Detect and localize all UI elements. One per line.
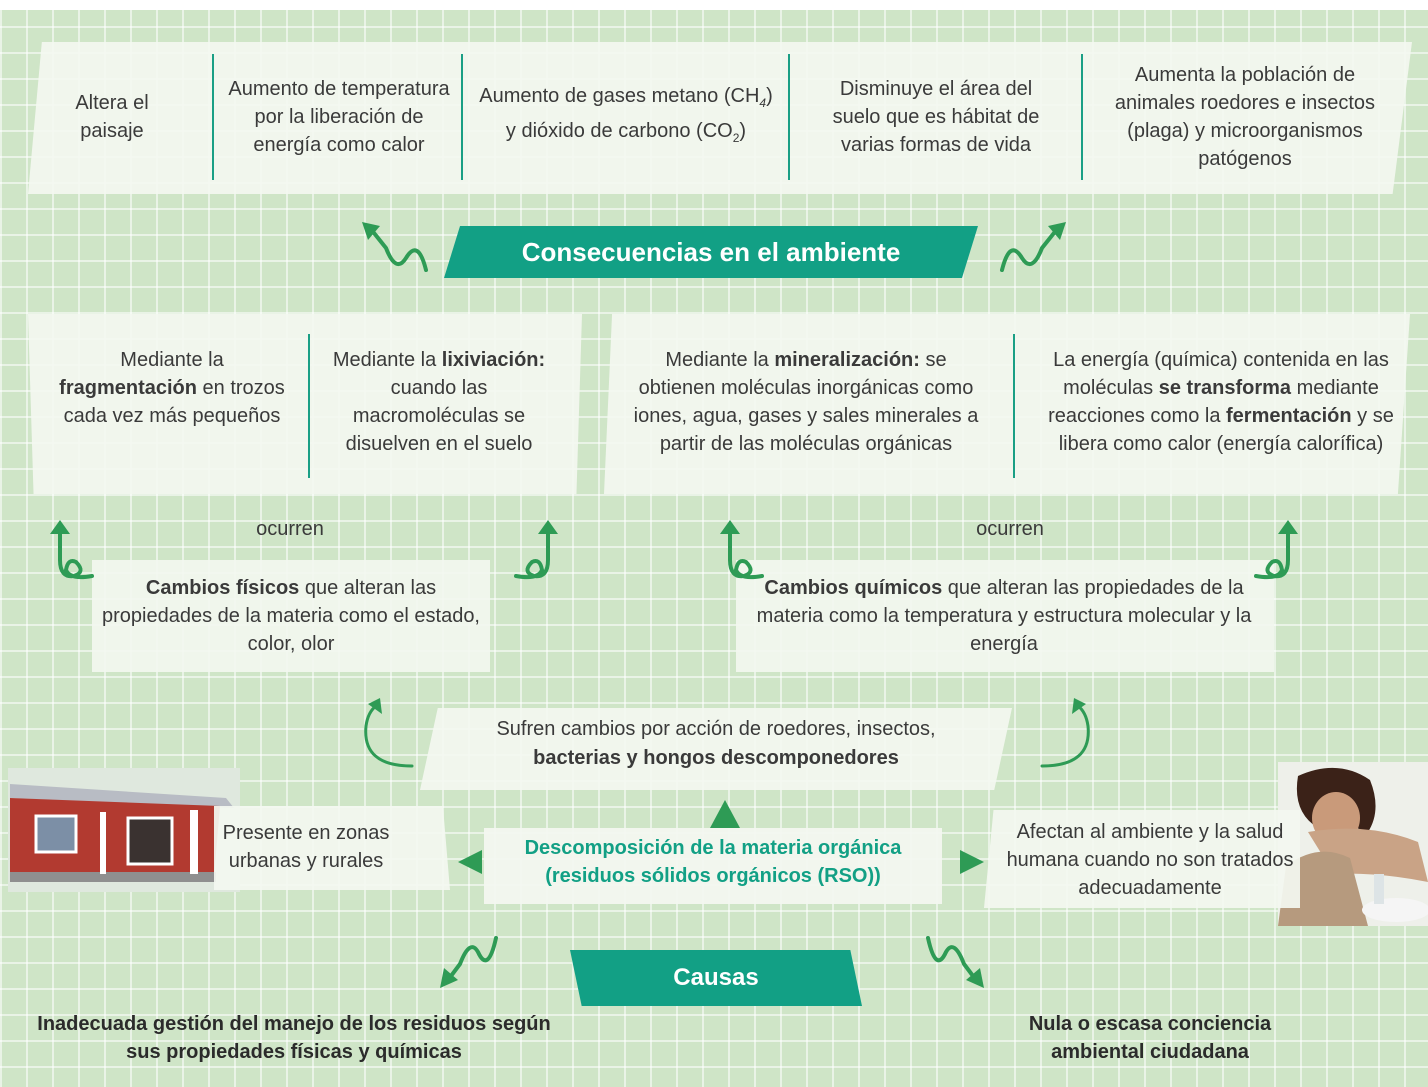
zigzag-arrow-icon [1000, 222, 1066, 272]
curl-arrow-icon [720, 520, 764, 580]
divider [788, 54, 790, 180]
consequence-item-temperature: Aumento de temperatura por la liberación… [228, 78, 450, 156]
curved-arrow-icon [364, 698, 414, 768]
consequences-banner: Consecuencias en el ambiente [444, 226, 978, 278]
curl-arrow-icon [1254, 520, 1298, 580]
divider [1081, 54, 1083, 180]
chemical-process-panel [604, 314, 1410, 494]
chemical-change-text: Cambios químicos que alteran las propied… [756, 577, 1252, 655]
decomposers-text-line2: bacterias y hongos descomponedores [533, 747, 899, 769]
cause-waste-management: Inadecuada gestión del manejo de los res… [37, 1013, 551, 1063]
mineralization-text: Mediante la mineralización: se obtienen … [633, 349, 979, 455]
curl-arrow-icon [514, 520, 558, 580]
impact-note-text: Afectan al ambiente y la salud humana cu… [1006, 821, 1294, 899]
consequences-title: Consecuencias en el ambiente [521, 236, 901, 267]
zigzag-arrow-icon [926, 936, 984, 988]
divider [461, 54, 463, 180]
location-note-text: Presente en zonas urbanas y rurales [222, 822, 390, 872]
physical-process-panel [28, 314, 582, 494]
impact-note-panel [984, 810, 1300, 908]
cause-environmental-awareness: Nula o escasa conciencia ambiental ciuda… [1028, 1013, 1272, 1063]
decomposition-title-panel [484, 828, 942, 904]
zigzag-arrow-icon [362, 222, 428, 272]
occur-label-chemical: ocurren [976, 518, 1044, 540]
consequence-item-pests: Aumenta la población de animales roedore… [1114, 64, 1376, 170]
decomposers-panel [420, 708, 1012, 790]
causes-title: Causas [673, 964, 759, 991]
zigzag-arrow-icon [440, 936, 498, 988]
divider [308, 334, 310, 478]
location-note-panel [214, 806, 450, 890]
physical-change-panel [92, 560, 490, 672]
energy-transformation-text: La energía (química) contenida en las mo… [1048, 349, 1394, 455]
chemical-change-panel [736, 560, 1274, 672]
consequence-item-landscape: Altera el paisaje [75, 92, 149, 142]
divider [1013, 334, 1015, 478]
divider [212, 54, 214, 180]
consequences-panel [28, 42, 1412, 194]
woman-covering-nose-image [1278, 762, 1428, 926]
arrow-right-triangle [960, 850, 984, 874]
arrow-left-triangle [458, 850, 482, 874]
house-image [8, 768, 240, 892]
consequence-item-habitat: Disminuye el área del suelo que es hábit… [832, 78, 1040, 156]
curved-arrow-icon [1040, 698, 1090, 768]
decomposition-title: Descomposición de la materia orgánica (r… [524, 837, 902, 887]
top-strip [0, 0, 1428, 10]
decomposers-text-line1: Sufren cambios por acción de roedores, i… [496, 718, 936, 740]
lixiviation-text: Mediante la lixiviación: cuando las macr… [332, 349, 546, 455]
arrow-up-triangle [710, 800, 740, 828]
curl-arrow-icon [50, 520, 94, 580]
consequence-item-gases: Aumento de gases metano (CH4) y dióxido … [479, 85, 773, 145]
causes-banner: Causas [570, 950, 862, 1006]
physical-change-text: Cambios físicos que alteran las propieda… [101, 577, 480, 655]
occur-label-physical: ocurren [256, 518, 324, 540]
fragmentation-text: Mediante la fragmentación en trozos cada… [59, 349, 285, 427]
